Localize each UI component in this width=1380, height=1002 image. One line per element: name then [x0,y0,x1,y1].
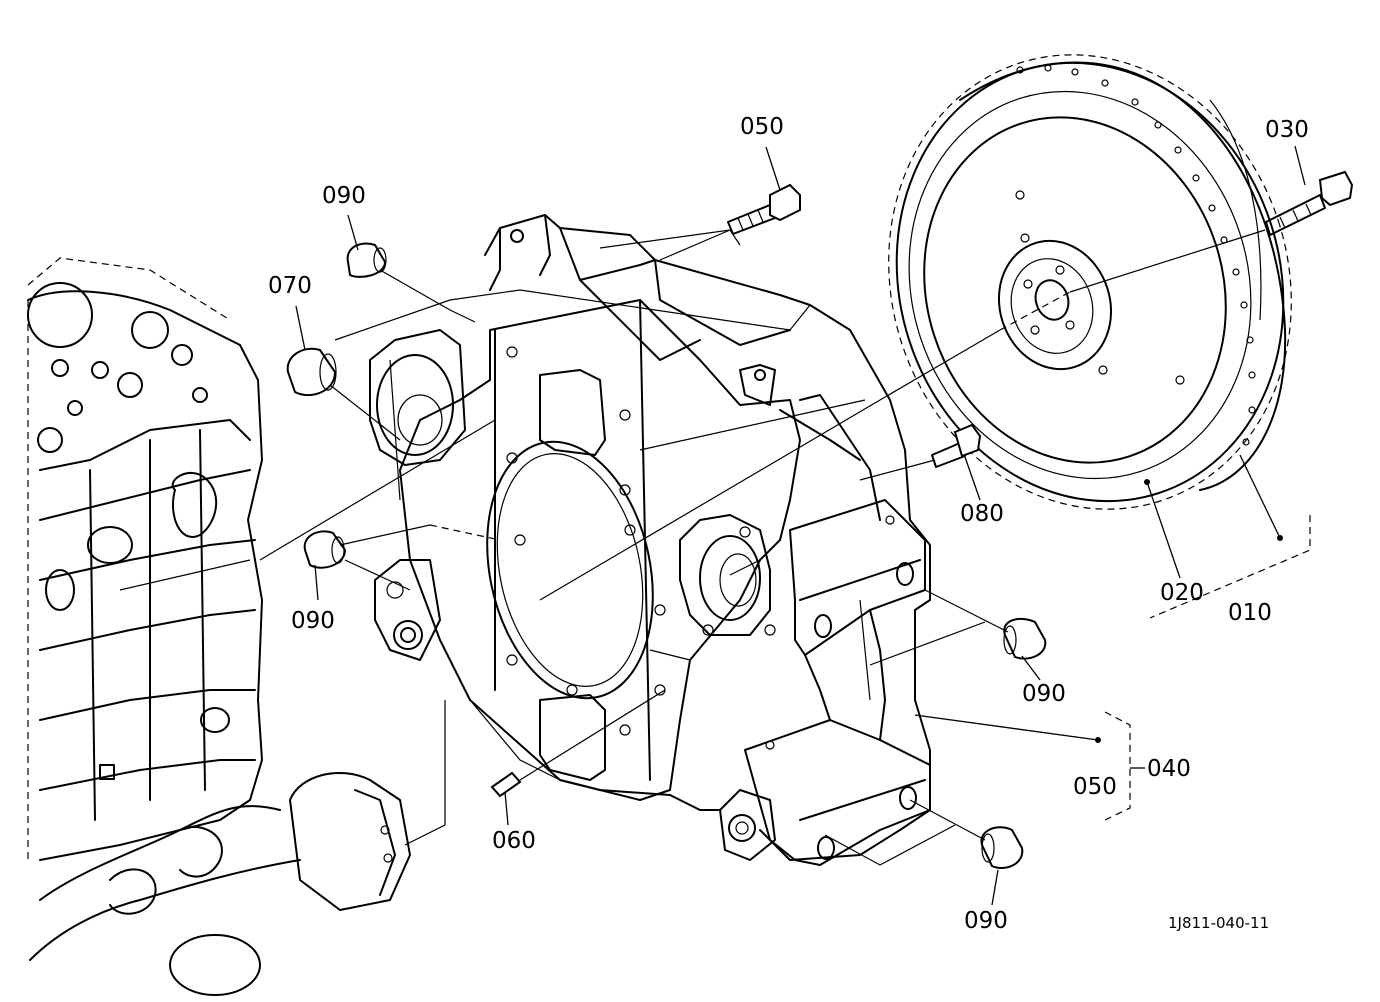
part-labels: 050 090 070 090 060 080 030 020 010 090 … [268,114,1309,934]
plug-090-bottom [980,826,1024,869]
plug-090-mid-left [303,530,347,569]
plug-090-right [1003,617,1047,660]
label-010: 010 [1228,600,1272,626]
label-090-right: 090 [1022,681,1066,707]
crankshaft [29,772,411,996]
bolt-050-top [727,183,801,235]
plug-090-top-left [346,242,387,278]
bolt-030 [1265,170,1354,236]
label-050-right: 050 [1073,774,1117,800]
flywheel-housing [369,214,931,866]
leader-lines [259,145,1311,906]
flywheel [888,54,1292,510]
label-090-top-left: 090 [322,183,366,209]
engine-block [27,257,263,861]
label-050-top: 050 [740,114,784,140]
label-020: 020 [1160,580,1204,606]
label-060: 060 [492,828,536,854]
label-040: 040 [1147,756,1191,782]
label-090-bottom: 090 [964,908,1008,934]
label-030: 030 [1265,117,1309,143]
pin-060 [490,771,522,798]
bolt-080 [931,423,982,468]
label-070: 070 [268,273,312,299]
drawing-code: 1J811-040-11 [1168,914,1269,932]
plug-070 [286,347,337,397]
label-080: 080 [960,501,1004,527]
label-090-mid-left: 090 [291,608,335,634]
